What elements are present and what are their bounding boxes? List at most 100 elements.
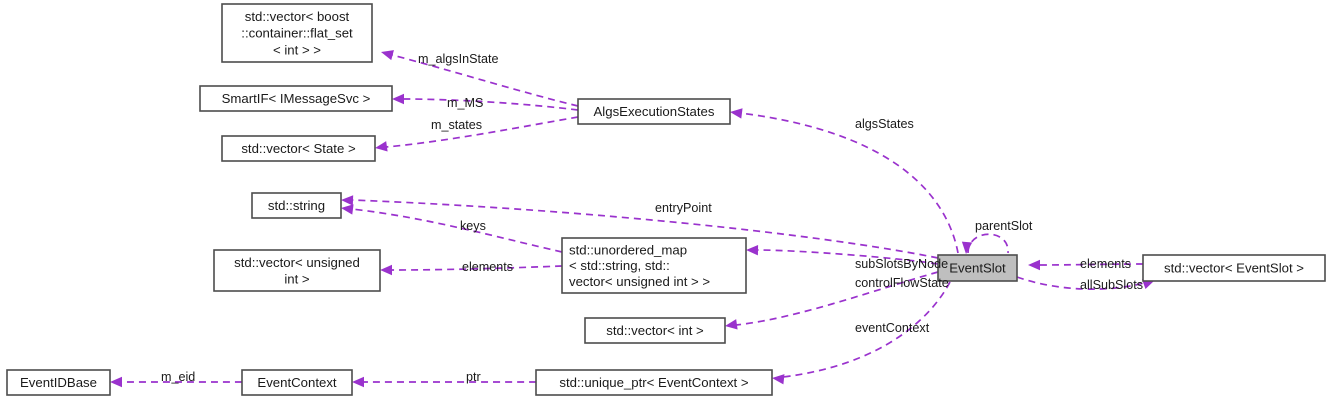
node-frame	[221, 135, 376, 162]
node-label-line: ::container::flat_set	[241, 26, 353, 41]
edge-edge-m-algsinstate	[381, 50, 579, 107]
node-frame	[535, 369, 773, 396]
edge-line	[735, 271, 939, 326]
node-frame	[221, 3, 373, 63]
node-label-line: AlgsExecutionStates	[594, 104, 715, 119]
edge-label: entryPoint	[655, 201, 712, 215]
arrowhead-icon	[375, 141, 388, 152]
node-std_string[interactable]: std::string	[251, 192, 342, 219]
edge-edge-controlflowstate	[725, 271, 939, 330]
node-frame	[937, 254, 1018, 282]
node-algs_execution_states[interactable]: AlgsExecutionStates	[577, 98, 731, 125]
edge-edge-elements-map	[380, 264, 563, 276]
arrowhead-icon	[1028, 259, 1040, 271]
arrowhead-icon	[381, 50, 394, 61]
node-unique_ptr_event_context[interactable]: std::unique_ptr< EventContext >	[535, 369, 773, 396]
edge-line	[1016, 276, 1145, 290]
edge-label: keys	[460, 219, 486, 233]
edge-line	[401, 98, 579, 111]
edge-edge-parentslot	[961, 233, 1009, 254]
node-unordered_map[interactable]: std::unordered_map< std::string, std::ve…	[561, 237, 747, 294]
edge-line	[739, 112, 959, 254]
nodes-layer: std::vector< boost::container::flat_set<…	[6, 3, 1326, 396]
arrowhead-icon	[110, 376, 122, 388]
node-frame	[6, 369, 111, 396]
edge-line	[390, 265, 563, 271]
arrowhead-icon	[730, 108, 743, 119]
arrowhead-icon	[341, 195, 354, 206]
edge-label: m_algsInState	[418, 52, 499, 66]
edge-edge-m-ms	[392, 93, 579, 111]
node-label-line: < int > >	[273, 42, 321, 57]
edge-label: subSlotsByNode	[855, 257, 948, 271]
edge-edge-algsstates	[730, 108, 959, 254]
arrowhead-icon	[746, 245, 759, 256]
arrowhead-icon	[352, 376, 364, 388]
node-label-line: std::vector< State >	[241, 141, 356, 156]
arrowhead-icon	[341, 204, 354, 215]
node-vector_event_slot[interactable]: std::vector< EventSlot >	[1142, 254, 1326, 282]
edge-edge-elements-eventslot	[1028, 259, 1144, 271]
node-frame	[561, 237, 747, 294]
edge-label: m_eid	[161, 370, 195, 384]
node-event_slot[interactable]: EventSlot	[937, 254, 1018, 282]
node-frame	[241, 369, 353, 396]
edge-line	[756, 249, 939, 265]
node-frame	[199, 85, 393, 112]
node-label-line: vector< unsigned int > >	[569, 274, 710, 289]
node-frame	[213, 249, 381, 292]
node-frame	[251, 192, 342, 219]
node-label-line: EventSlot	[949, 261, 1006, 276]
node-event_context[interactable]: EventContext	[241, 369, 353, 396]
edge-line	[782, 281, 951, 378]
edge-edge-m-eid	[110, 376, 242, 388]
edge-label: controlFlowState	[855, 276, 949, 290]
arrowhead-icon	[961, 241, 973, 254]
edge-label: allSubSlots	[1080, 278, 1143, 292]
node-label-line: std::vector< EventSlot >	[1164, 261, 1304, 276]
edge-label: elements	[1080, 257, 1131, 271]
node-label-line: int >	[284, 271, 310, 286]
node-label-line: std::vector< int >	[606, 323, 704, 338]
edge-line	[967, 233, 1009, 254]
edges-layer	[110, 50, 1155, 388]
node-label-line: std::vector< boost	[245, 9, 350, 24]
edge-edge-subslotsbynode	[746, 245, 939, 265]
edge-label: algsStates	[855, 117, 914, 131]
edge-label: m_MS	[447, 96, 483, 110]
edge-edge-entrypoint	[341, 195, 939, 259]
arrowhead-icon	[725, 319, 738, 330]
node-vector_int[interactable]: std::vector< int >	[584, 317, 726, 344]
edge-line	[351, 208, 563, 253]
edge-label: ptr	[466, 370, 481, 384]
node-label-line: < std::string, std::	[569, 258, 670, 273]
node-vector_flat_set[interactable]: std::vector< boost::container::flat_set<…	[221, 3, 373, 63]
edge-line	[385, 116, 579, 148]
arrowhead-icon	[772, 374, 785, 385]
edge-edge-keys	[341, 204, 563, 253]
node-label-line: EventContext	[257, 375, 337, 390]
edge-line	[351, 199, 939, 259]
node-label-line: std::unique_ptr< EventContext >	[559, 375, 748, 390]
node-event_id_base[interactable]: EventIDBase	[6, 369, 111, 396]
node-label-line: SmartIF< IMessageSvc >	[222, 91, 371, 106]
node-frame	[577, 98, 731, 125]
node-smartif_imessagesvc[interactable]: SmartIF< IMessageSvc >	[199, 85, 393, 112]
edge-edge-eventcontext	[772, 281, 951, 385]
node-vector_state[interactable]: std::vector< State >	[221, 135, 376, 162]
edge-edge-m-states	[375, 116, 579, 152]
edge-line	[391, 54, 579, 107]
node-label-line: std::string	[268, 198, 325, 213]
node-frame	[1142, 254, 1326, 282]
node-frame	[584, 317, 726, 344]
edge-label: parentSlot	[975, 219, 1033, 233]
node-label-line: EventIDBase	[20, 375, 97, 390]
arrowhead-icon	[380, 264, 392, 276]
arrowhead-icon	[392, 93, 404, 105]
edge-line	[1038, 263, 1144, 266]
node-label-line: std::vector< unsigned	[234, 255, 360, 270]
